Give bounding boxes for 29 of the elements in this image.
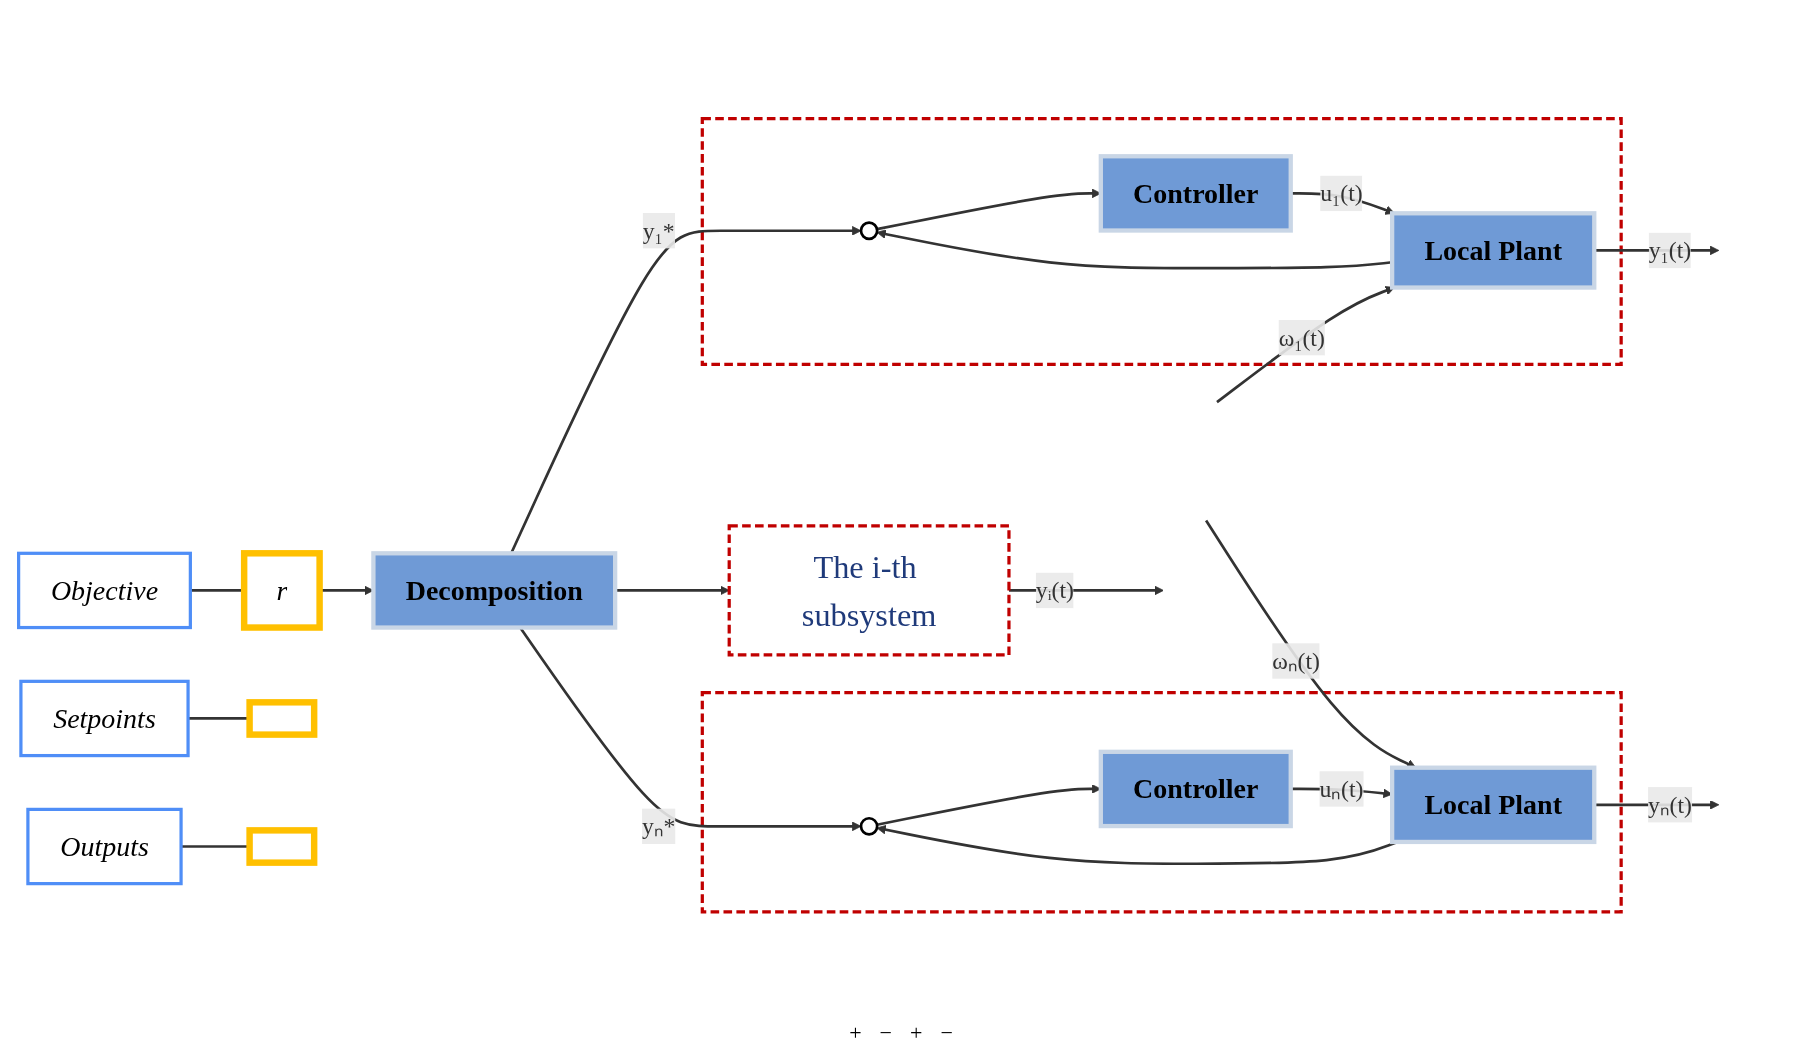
node-circle <box>859 816 879 836</box>
edge-label: yᵢ(t) <box>1035 576 1074 604</box>
edge-label: yₙ(t) <box>1648 791 1692 819</box>
node-box: Controller <box>1098 153 1293 233</box>
edge-label: uₙ(t) <box>1319 775 1364 803</box>
node-box: Decomposition <box>371 550 618 630</box>
node-box: Local Plant <box>1390 210 1597 290</box>
cluster <box>700 690 1623 914</box>
node-box: Controller <box>1098 749 1293 828</box>
node-box: Setpoints <box>19 679 190 757</box>
edge-label: u₁(t) <box>1320 179 1363 207</box>
sign-label: − <box>940 1020 953 1046</box>
cluster <box>700 116 1623 366</box>
node-box <box>246 698 318 738</box>
edge-label: y₁(t) <box>1648 236 1692 264</box>
node-box <box>246 826 318 866</box>
edge-label: y₁* <box>642 217 675 244</box>
node-box: The i-th subsystem <box>727 524 1011 657</box>
node-circle <box>859 221 879 240</box>
sign-label: + <box>849 1020 862 1046</box>
edge-label: ω₁(t) <box>1278 323 1325 351</box>
node-box: Local Plant <box>1390 765 1597 844</box>
node-box: Outputs <box>26 807 183 885</box>
edge-label: ωₙ(t) <box>1272 647 1320 675</box>
sign-label: + <box>910 1020 923 1046</box>
sign-label: − <box>879 1020 892 1046</box>
edge-label: yₙ* <box>642 812 676 840</box>
node-box: Objective <box>17 551 192 629</box>
node-box: r <box>240 549 323 631</box>
